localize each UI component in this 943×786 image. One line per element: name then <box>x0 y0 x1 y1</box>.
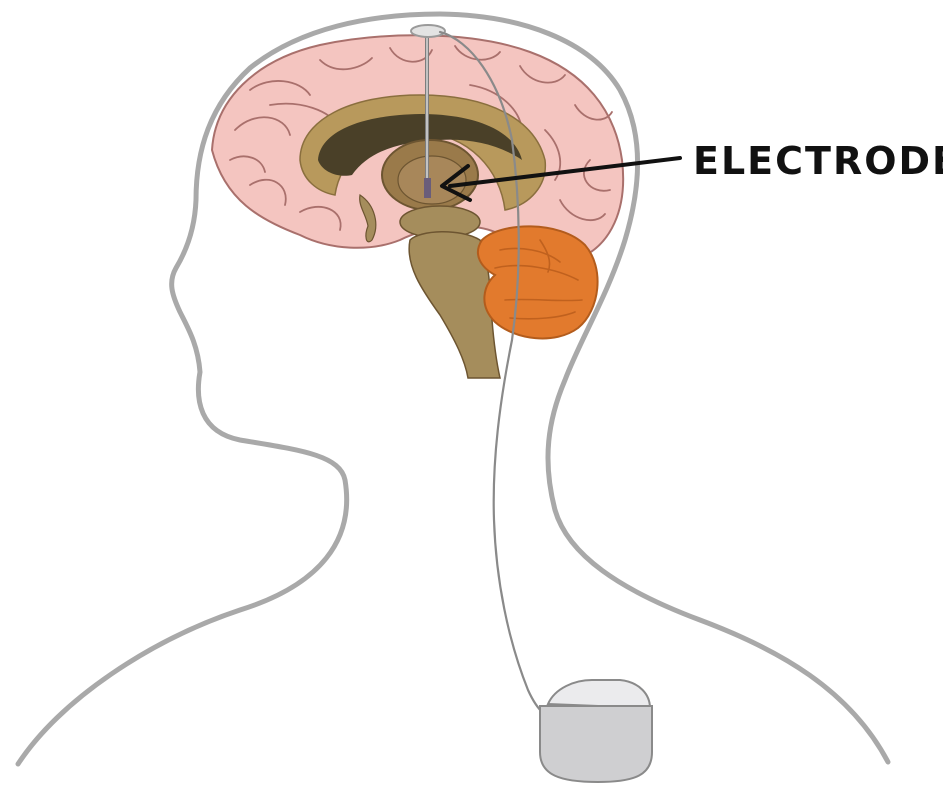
thalamus-inner <box>398 156 466 204</box>
pulse-generator-body <box>540 706 652 782</box>
electrode-label: ELECTRODE <box>693 142 943 180</box>
electrode-tip <box>424 178 431 198</box>
pulse-generator <box>540 680 652 782</box>
cerebellum <box>478 226 598 338</box>
pulse-generator-cap <box>548 680 650 708</box>
